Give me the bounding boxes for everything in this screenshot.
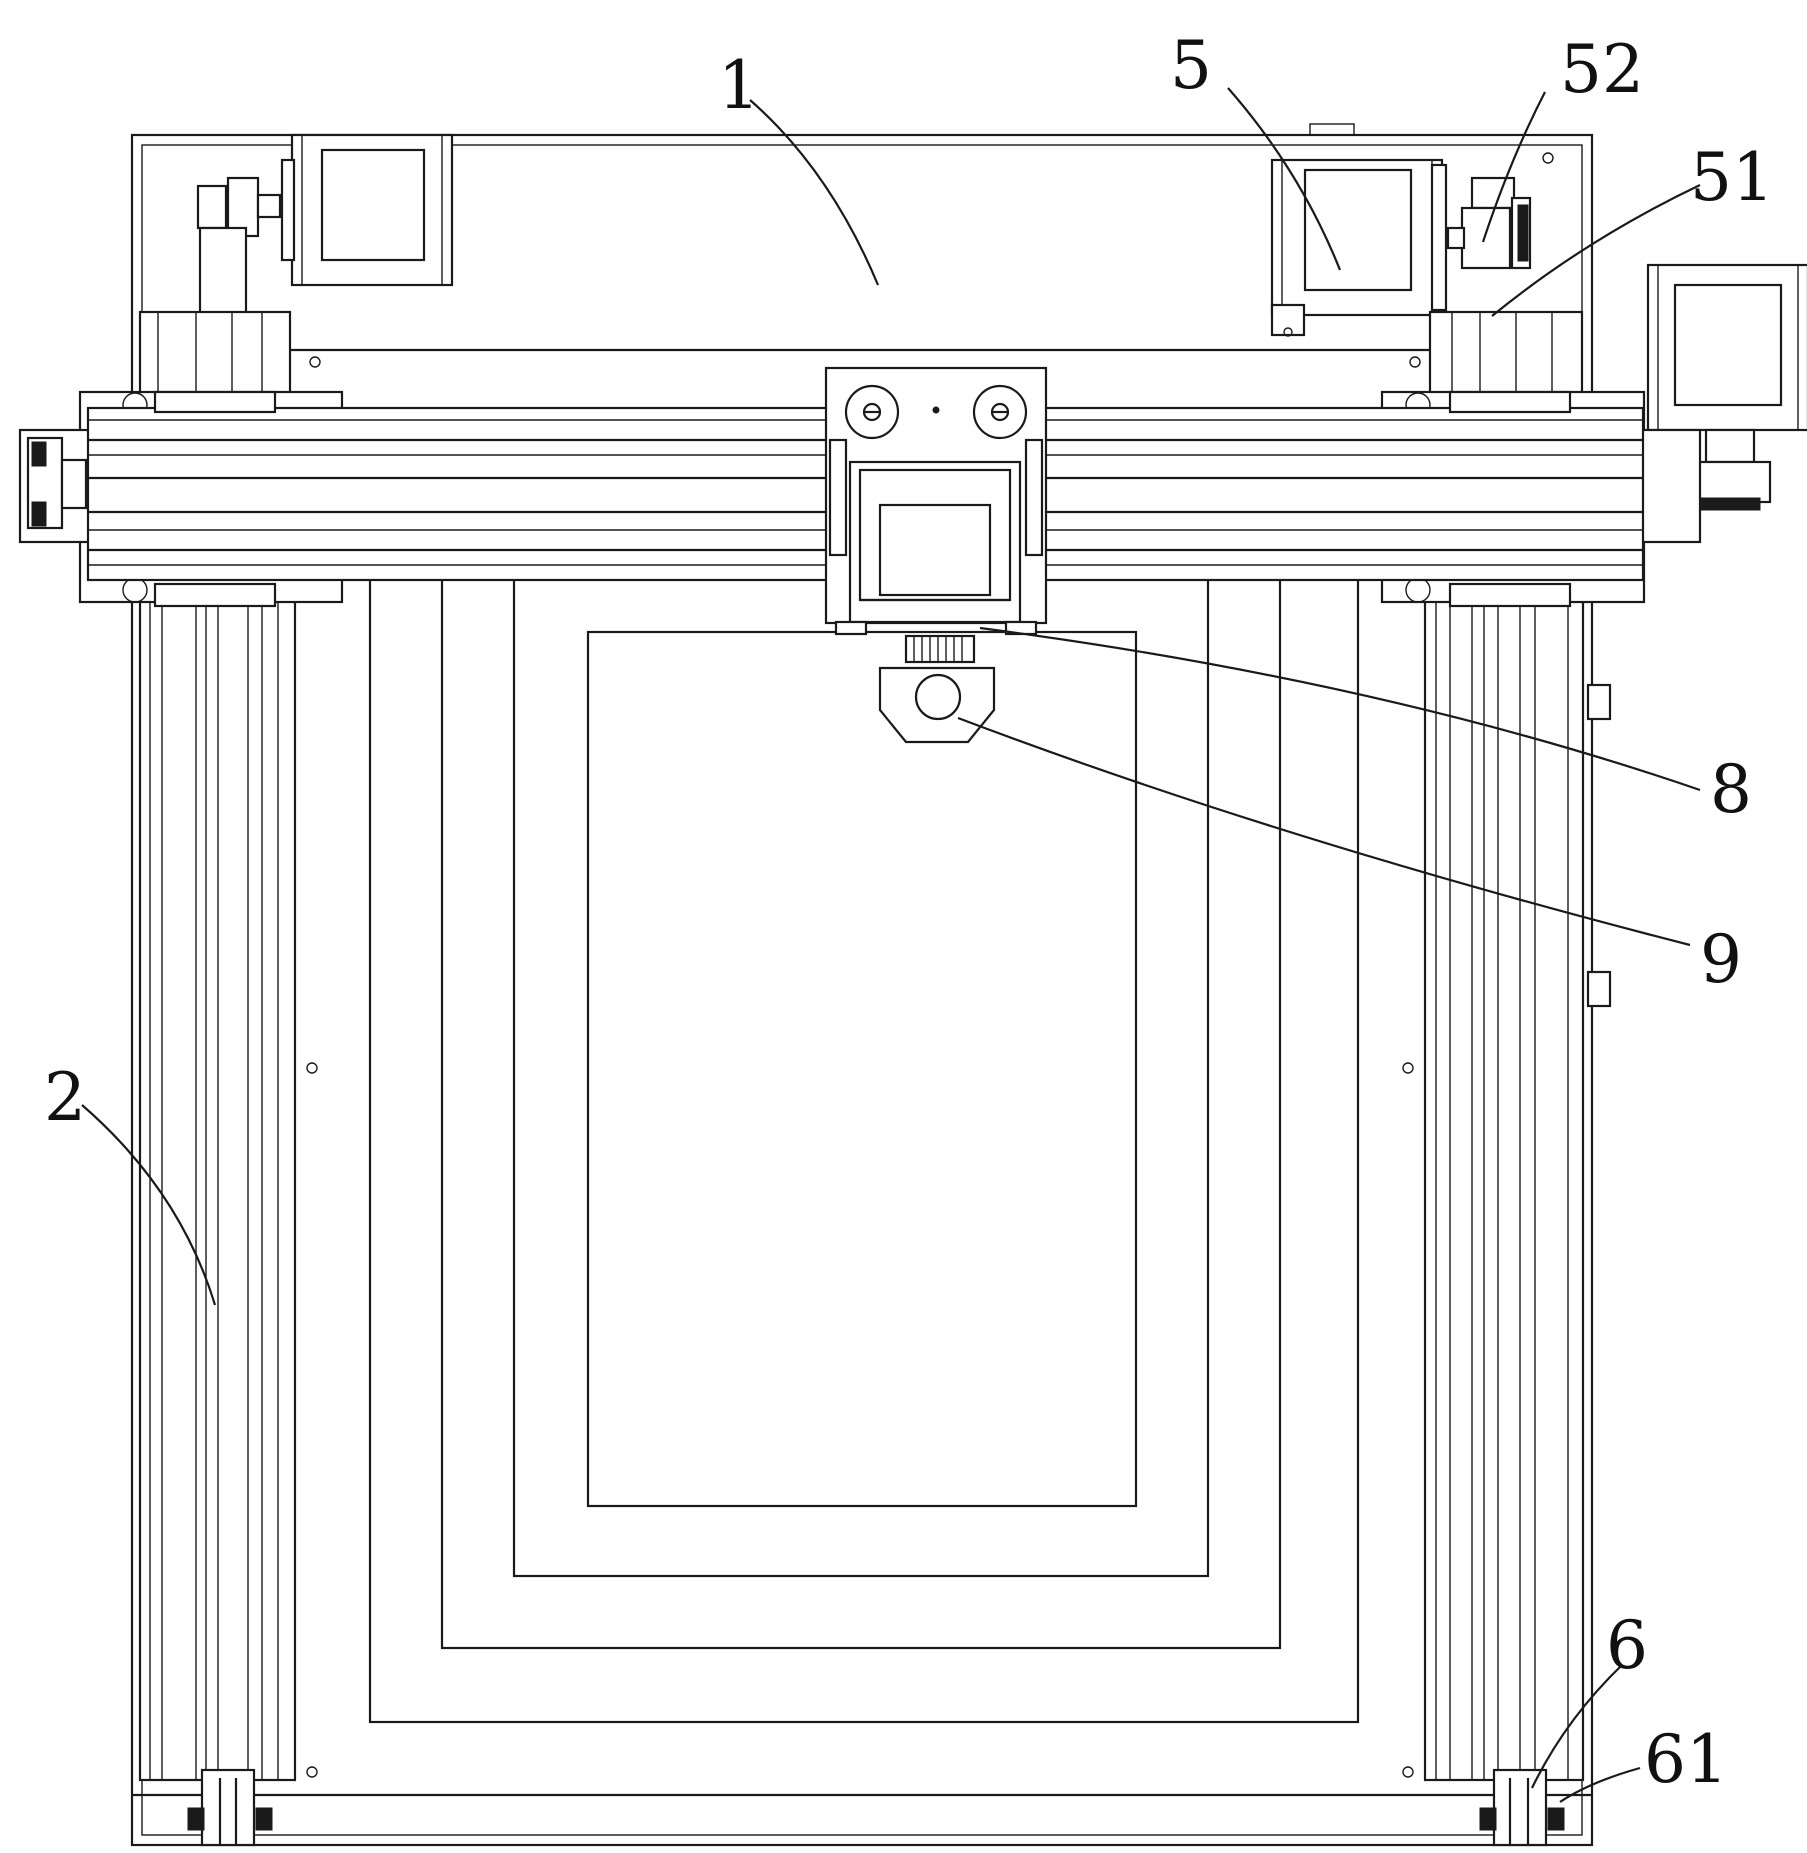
leader-lines (81, 87, 1701, 1803)
right-y-rail (1423, 598, 1612, 1847)
label-gear: 8 (1710, 751, 1752, 828)
label-belt-end: 6 (1606, 1607, 1648, 1684)
carriage (824, 366, 1048, 744)
label-belt-clamp: 61 (1644, 1721, 1728, 1798)
side-motor (1646, 263, 1807, 511)
label-y-rail: 2 (44, 1059, 86, 1136)
label-pen-holder: 9 (1700, 921, 1742, 998)
top-left-motor (138, 133, 454, 409)
label-bracket: 52 (1560, 31, 1644, 108)
label-pulley: 51 (1690, 139, 1774, 216)
work-area-frames (368, 576, 1360, 1724)
reference-numerals: 1 5 52 51 8 9 2 6 61 (44, 27, 1774, 1798)
label-frame: 1 (718, 47, 760, 124)
label-motor: 5 (1170, 27, 1212, 104)
left-y-rail (138, 598, 297, 1847)
